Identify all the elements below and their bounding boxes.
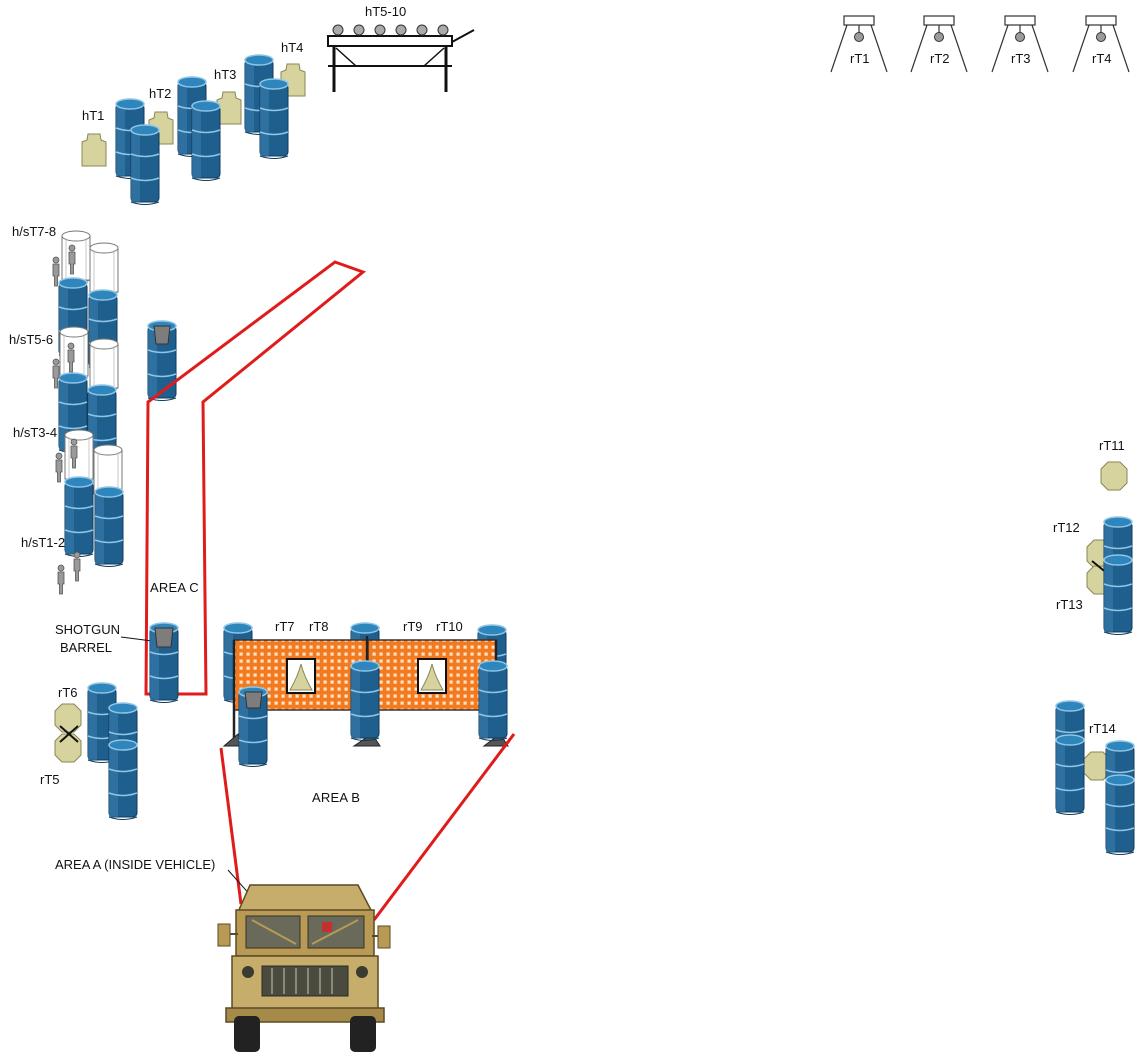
ht1-label: hT1 — [82, 108, 104, 123]
area-b-right-boundary — [372, 733, 516, 921]
rt13-label: rT13 — [1056, 597, 1083, 612]
rt1-4-hanging-targets — [830, 15, 1130, 73]
rt10-label: rT10 — [436, 619, 463, 634]
area-c-label: AREA C — [150, 580, 199, 595]
rt3-label: rT3 — [1011, 51, 1031, 66]
ht-barrel-cover — [115, 54, 289, 206]
rt5-label: rT5 — [40, 772, 60, 787]
rt1-label: rT1 — [850, 51, 870, 66]
area-b-label: AREA B — [312, 790, 360, 805]
ht1-target — [81, 133, 107, 167]
rt14-label: rT14 — [1089, 721, 1116, 736]
ht5-10-plate-rack — [327, 24, 475, 92]
rt7-rt8-window — [286, 658, 316, 694]
hst1-2-label: h/sT1-2 — [21, 535, 65, 550]
shotgun-label-line2: BARREL — [60, 640, 112, 655]
rt8-label: rT8 — [309, 619, 329, 634]
rt2-label: rT2 — [930, 51, 950, 66]
vehicle — [217, 884, 391, 1052]
ht4-label: hT4 — [281, 40, 303, 55]
hst3-4-label: h/sT3-4 — [13, 425, 57, 440]
hst5-6-label: h/sT5-6 — [9, 332, 53, 347]
rt5-rt6-barrels — [87, 682, 138, 821]
area-a-label: AREA A (INSIDE VEHICLE) — [55, 857, 215, 872]
ht2-label: hT2 — [149, 86, 171, 101]
rt12-label: rT12 — [1053, 520, 1080, 535]
rt11-label: rT11 — [1099, 438, 1125, 453]
hst-barrel-positions — [58, 230, 124, 568]
shotgun-leader-line — [120, 636, 153, 642]
rt9-rt10-window — [417, 658, 447, 694]
area-b-left-boundary — [219, 747, 243, 905]
gray-top-barrel — [147, 320, 177, 402]
ht3-label: hT3 — [214, 67, 236, 82]
rt4-label: rT4 — [1092, 51, 1112, 66]
rt9-label: rT9 — [403, 619, 423, 634]
rt11-target — [1100, 461, 1128, 491]
rt7-label: rT7 — [275, 619, 295, 634]
ht5-10-label: hT5-10 — [365, 4, 406, 19]
rt6-label: rT6 — [58, 685, 78, 700]
area-b-front-barrel — [238, 686, 268, 768]
rt5-rt6-targets — [54, 703, 82, 763]
rt12-rt13-barrels — [1103, 516, 1133, 636]
shotgun-label-line1: SHOTGUN — [55, 622, 120, 637]
ht3-target — [216, 91, 242, 125]
hst7-8-label: h/sT7-8 — [12, 224, 56, 239]
shotgun-barrel — [149, 622, 179, 704]
area-c-boundary — [144, 260, 367, 696]
